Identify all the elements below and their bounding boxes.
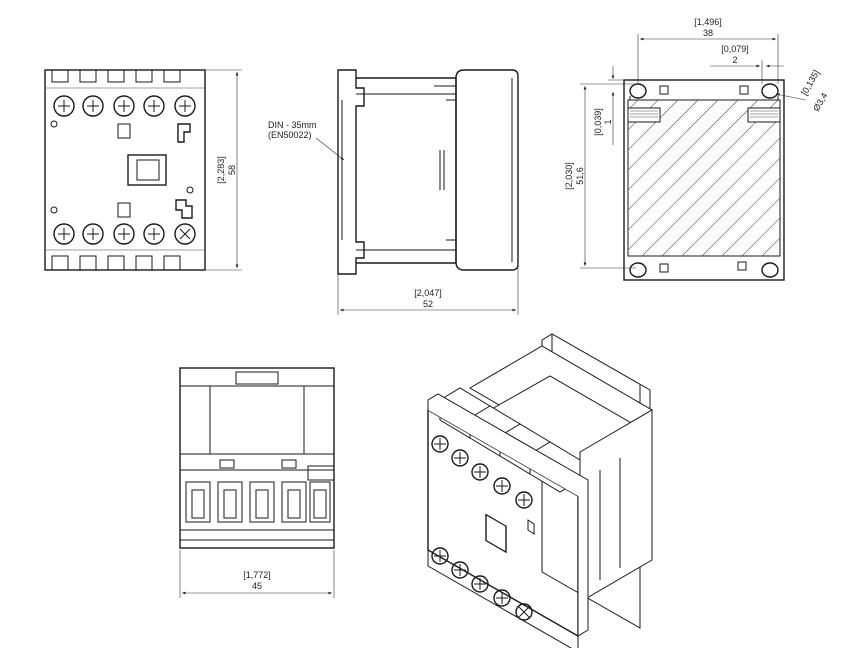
- top-width-in: [1,772]: [243, 570, 271, 580]
- top-width-dimension: [1,772] 45: [179, 550, 335, 598]
- rear-height-mm: 51,6: [575, 167, 585, 185]
- rear-top-in: [0,039]: [593, 108, 603, 136]
- top-view: [1,772] 45: [179, 367, 335, 598]
- rear-width-dimension: [1,496] 38: [637, 17, 779, 84]
- rear-offset-in: [0,079]: [721, 44, 749, 54]
- din-label-line1: DIN - 35mm: [268, 120, 317, 130]
- rear-offset-dimension: [0,079] 2: [710, 44, 784, 84]
- rear-height-in: [2,030]: [564, 162, 574, 190]
- front-height-in: [2,283]: [216, 156, 226, 184]
- rear-hole-in: [0,135]: [799, 68, 821, 97]
- rear-width-mm: 38: [703, 28, 713, 38]
- front-indicator: [127, 154, 167, 186]
- front-view: [2,283] 58: [44, 69, 242, 271]
- rear-offset-mm: 2: [732, 55, 737, 65]
- rear-top-dimension: [0,039] 1: [593, 66, 628, 145]
- top-width-mm: 45: [252, 581, 262, 591]
- iso-top-screws: [431, 435, 533, 509]
- front-height-mm: 58: [227, 165, 237, 175]
- rear-height-dimension: [2,030] 51,6: [564, 83, 636, 269]
- din-label-line2: (EN50022): [268, 130, 312, 140]
- front-top-clips: [45, 69, 205, 271]
- rear-width-in: [1,496]: [694, 17, 722, 27]
- iso-bottom-screws: [431, 547, 533, 621]
- rear-hole-mm: Ø3,4: [811, 91, 829, 113]
- isometric-view: [427, 333, 653, 648]
- front-height-dimension: [2,283] 58: [205, 69, 242, 271]
- front-top-screws: [53, 95, 196, 117]
- side-depth-in: [2,047]: [414, 288, 442, 298]
- rear-view: [1,496] 38 [0,079] 2 [0,135] Ø3,4 [2,030…: [564, 17, 829, 281]
- side-view: DIN - 35mm (EN50022) [2,047] 52: [268, 69, 519, 315]
- rear-hatch: [628, 100, 780, 256]
- side-depth-mm: 52: [423, 299, 433, 309]
- rear-top-mm: 1: [603, 119, 613, 124]
- top-view-terminals: [185, 481, 331, 523]
- side-depth-dimension: [2,047] 52: [337, 264, 519, 315]
- front-bottom-screws: [53, 223, 196, 245]
